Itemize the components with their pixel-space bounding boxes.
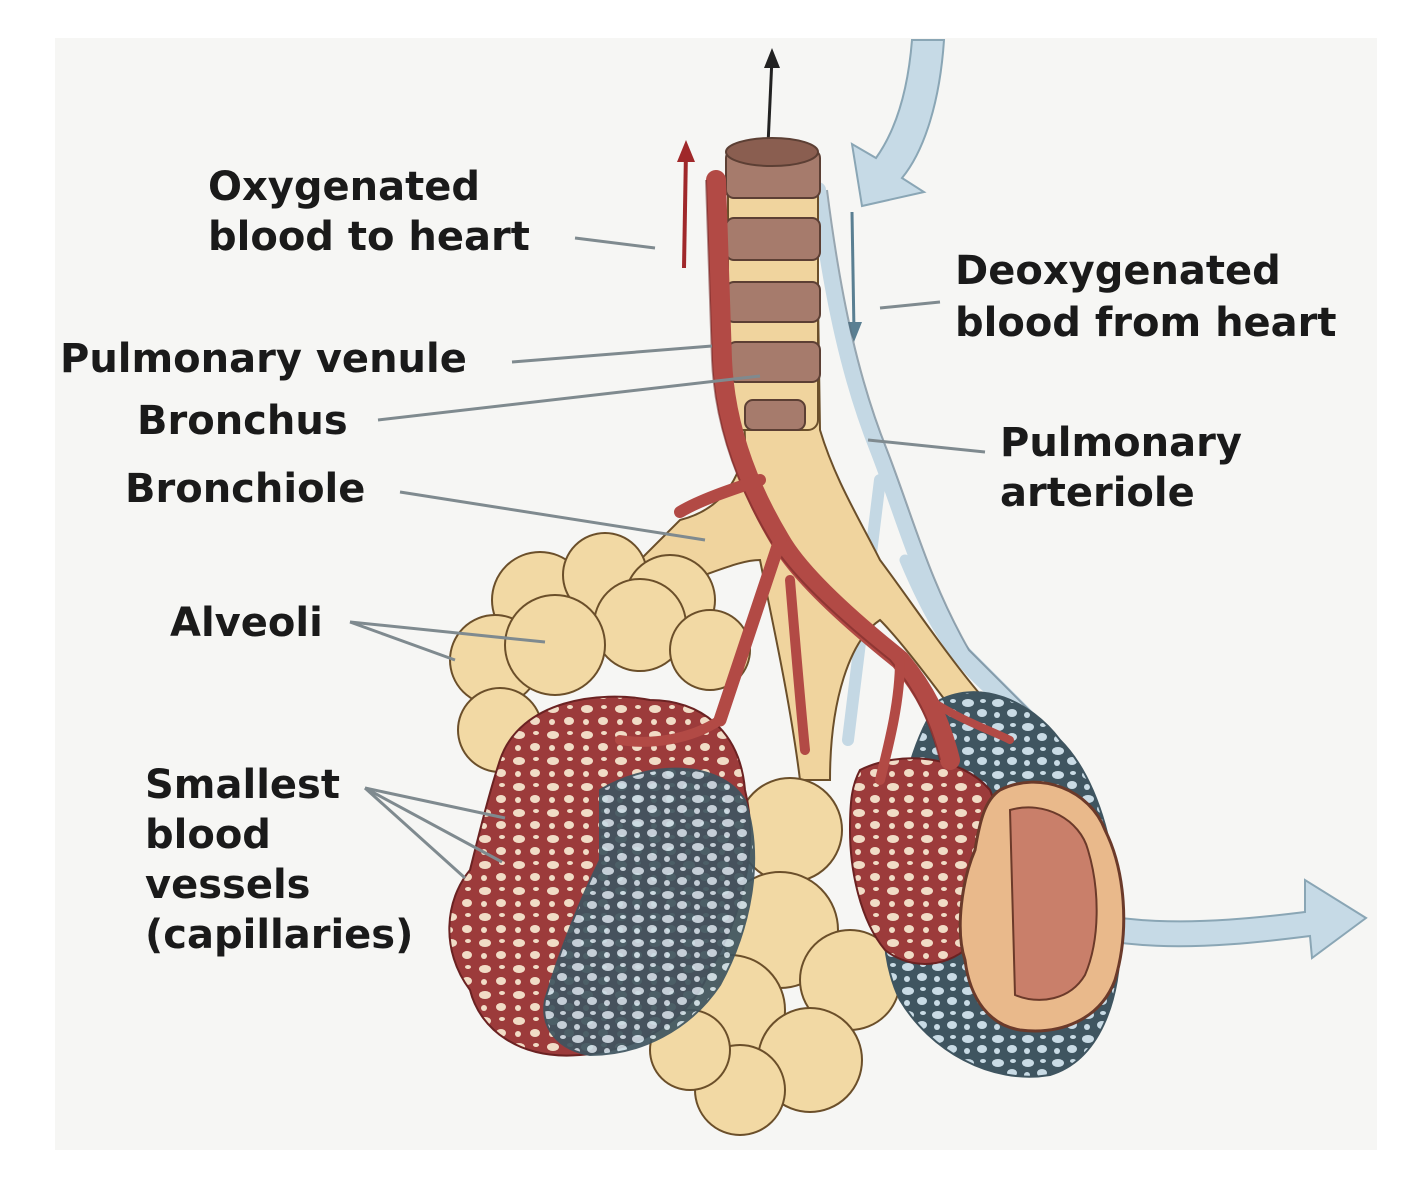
venule-branch: [875, 655, 905, 785]
alveoli-cluster-left: [449, 532, 751, 773]
leader-oxygenated: [574, 236, 656, 250]
venule-branches: [615, 474, 1014, 785]
pulmonary-venule-vessel: [706, 170, 960, 770]
capillary-network-left: [448, 695, 756, 1057]
venule-branch: [674, 474, 766, 518]
venule-branch: [785, 575, 810, 755]
label-bronchus: Bronchus: [137, 398, 348, 444]
label-capillaries-line-4: (capillaries): [145, 912, 414, 958]
arteriole-outline: [826, 189, 1040, 721]
leader-lines: [349, 236, 986, 880]
bronchus-ring-5: [744, 399, 806, 431]
leader-capillaries-2: [364, 786, 503, 864]
alveolus: [504, 594, 606, 696]
leader-alveoli-2: [349, 620, 456, 662]
oxygenated-arrowhead: [677, 140, 695, 162]
label-capillaries-line-3: vessels: [145, 862, 311, 908]
venule-outline: [705, 179, 941, 761]
deoxygenated-flow-arrow: [850, 39, 946, 208]
label-alveoli: Alveoli: [170, 600, 323, 646]
venule-branch: [713, 533, 787, 727]
bronchus-opening: [725, 137, 819, 167]
venule-branch: [926, 696, 1014, 744]
venule-branch: [615, 715, 725, 747]
leader-bronchus: [377, 374, 761, 422]
arteriole-branch-2: [899, 554, 996, 696]
alveolus-cross-section-inner: [1008, 806, 1098, 1001]
label-capillaries-line-2: blood: [145, 812, 271, 858]
leader-capillaries-1: [364, 786, 506, 820]
bronchus-ring-2: [725, 217, 821, 261]
bronchus-ring-4: [727, 341, 821, 383]
leader-deoxygenated: [879, 300, 941, 310]
label-deoxygenated-line-2: blood from heart: [955, 300, 1337, 346]
pulmonary-arteriole-vessel: [810, 182, 1038, 728]
oxygenated-direction-arrow: [682, 149, 688, 269]
label-pulmonary-arteriole-line-2: arteriole: [1000, 470, 1195, 516]
air-exchange-arrow: [766, 57, 774, 146]
leader-pulmonary-arteriole: [867, 438, 986, 454]
leader-capillaries-3: [363, 786, 467, 880]
label-oxygenated-line-2: blood to heart: [208, 214, 530, 260]
air-exchange-arrowhead-up: [764, 48, 780, 68]
label-pulmonary-arteriole-line-1: Pulmonary: [1000, 420, 1242, 466]
capillary-network-right: [848, 691, 1126, 1078]
label-bronchiole: Bronchiole: [125, 466, 366, 512]
label-pulmonary-venule: Pulmonary venule: [60, 336, 467, 382]
capillary-mesh-left-blue: [543, 767, 756, 1057]
label-oxygenated-line-1: Oxygenated: [208, 164, 480, 210]
leader-bronchiole: [399, 490, 706, 542]
deoxygenated-direction-arrow: [850, 211, 856, 333]
label-capillaries-line-1: Smallest: [145, 762, 340, 808]
leader-alveoli-1: [349, 620, 546, 644]
leader-pulmonary-venule: [511, 344, 713, 364]
label-deoxygenated-line-1: Deoxygenated: [955, 248, 1281, 294]
bronchus-ring-3: [725, 281, 821, 323]
